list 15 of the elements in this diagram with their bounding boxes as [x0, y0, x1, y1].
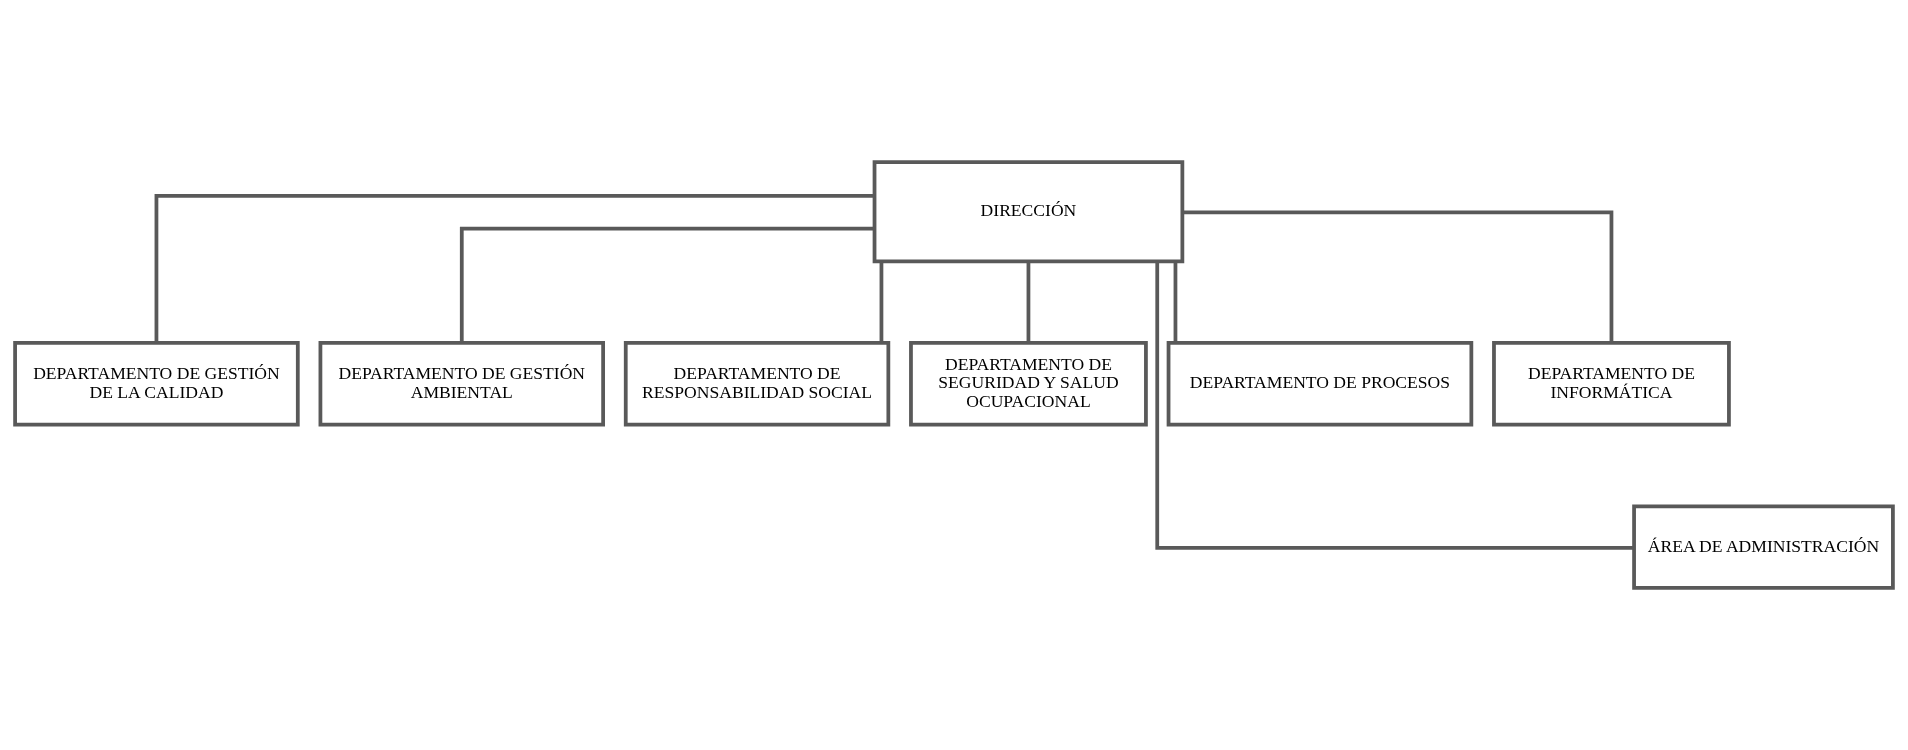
node-box: DIRECCIÓN — [872, 160, 1185, 264]
node-box: DEPARTAMENTO DE GESTIÓN DE LA CALIDAD — [13, 341, 300, 427]
node-box: ÁREA DE ADMINISTRACIÓN — [1632, 504, 1895, 590]
node-box: DEPARTAMENTO DE RESPONSABILIDAD SOCIAL — [623, 341, 891, 427]
connector — [459, 226, 875, 343]
connector — [1182, 210, 1614, 343]
node-box: DEPARTAMENTO DE GESTIÓN AMBIENTAL — [318, 341, 605, 427]
connector — [1155, 261, 1634, 550]
node-box: DEPARTAMENTO DE INFORMÁTICA — [1492, 341, 1731, 427]
node-box: DEPARTAMENTO DE SEGURIDAD Y SALUD OCUPACIONAL — [909, 341, 1148, 427]
connector — [154, 194, 875, 343]
connector — [1026, 261, 1031, 343]
connector — [1173, 261, 1178, 343]
connector — [879, 261, 884, 343]
node-box: DEPARTAMENTO DE PROCESOS — [1166, 341, 1474, 427]
